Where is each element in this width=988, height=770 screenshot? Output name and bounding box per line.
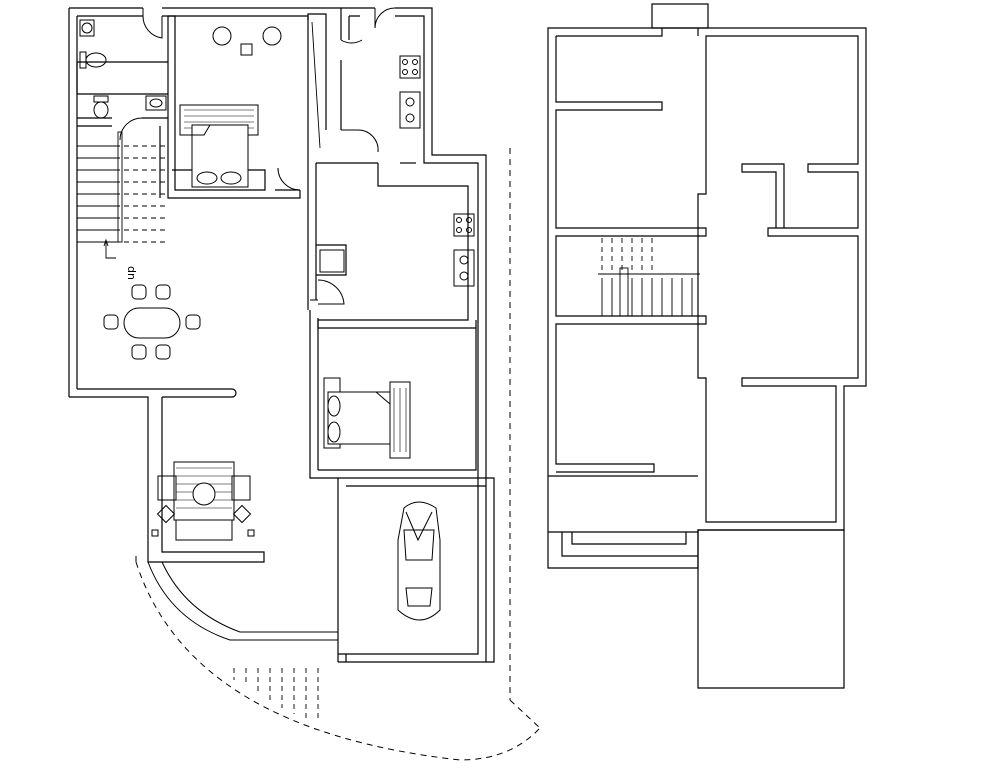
entry-steps [135, 148, 541, 761]
bedroom-1-furniture [179, 21, 321, 188]
ground-floor-plan: dn [68, 7, 541, 761]
door-swings [119, 7, 396, 305]
staircase-ground: dn [77, 131, 165, 280]
stair-direction-label: dn [125, 266, 138, 280]
ff-outer-walls [547, 3, 867, 689]
toilet-fixture [79, 19, 167, 119]
kitchen-fixtures [319, 55, 475, 287]
first-floor-plan [547, 3, 867, 689]
dining-set [103, 284, 201, 360]
outer-walls [68, 7, 495, 663]
car [397, 501, 441, 621]
bedroom-2-furniture [323, 377, 411, 459]
ff-staircase [598, 238, 700, 317]
interior-walls [76, 15, 486, 487]
living-sofa-set [156, 461, 252, 541]
